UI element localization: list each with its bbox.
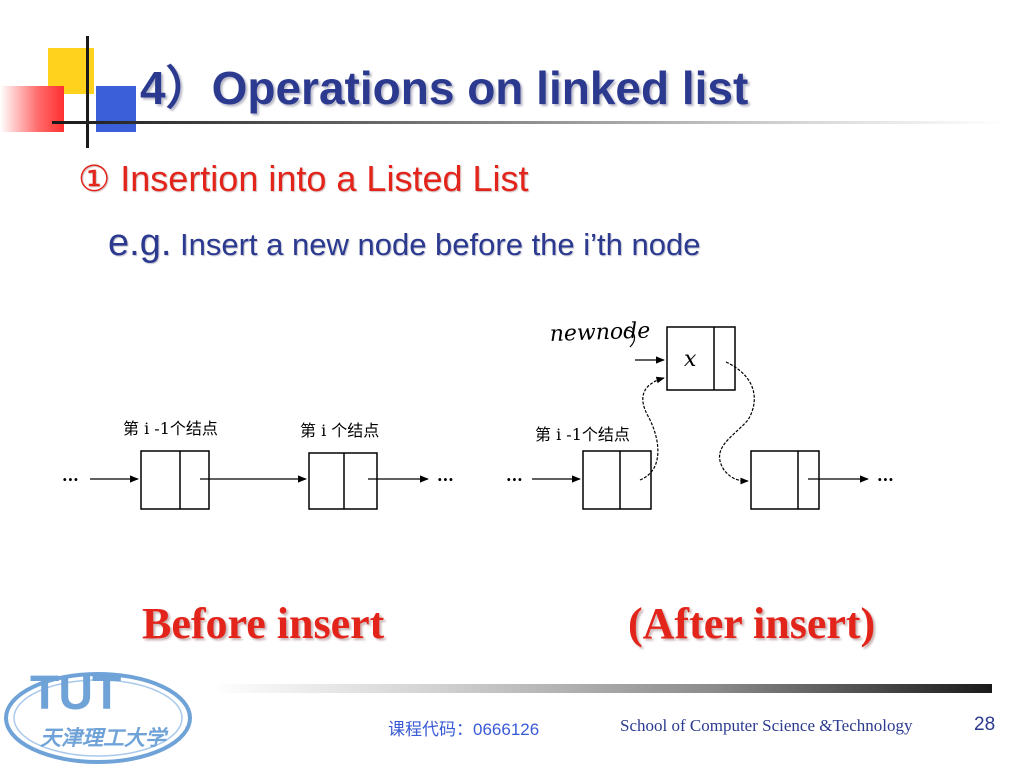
caption-before-insert: Before insert (142, 599, 385, 648)
page-number: 28 (974, 714, 996, 735)
example-line: e.g. Insert a new node before the i’th n… (108, 222, 700, 265)
arrow-newnode-pointer (625, 329, 636, 348)
course-code: 课程代码：0666126 (388, 720, 540, 739)
footer-rule (210, 684, 992, 693)
ellipsis-left-before: ··· (62, 470, 79, 489)
ellipsis-left-after: ··· (506, 470, 523, 489)
node-prev-before (140, 450, 210, 510)
arrow-newnode-to-i (718, 361, 755, 485)
slide-subtitle: ① Insertion into a Listed List (78, 158, 529, 199)
new-node (666, 326, 736, 391)
arrow-prev-to-newnode (639, 376, 665, 481)
ellipsis-right-before: ··· (437, 470, 454, 489)
logo-subtext: 天津理工大学 (40, 725, 166, 750)
node-i-after (750, 450, 820, 510)
node-prev-after (582, 450, 652, 510)
label-i-node-before: 第 i 个结点 (300, 421, 379, 440)
node-i-before (308, 452, 378, 510)
logo-emblem (4, 672, 192, 764)
example-prefix: e.g. (108, 222, 172, 264)
university-logo: TUT 天津理工大学 (0, 664, 200, 768)
example-text: Insert a new node before the i’th node (171, 227, 701, 262)
slide-title: 4）Operations on linked list (140, 62, 749, 114)
ellipsis-right-after: ··· (877, 470, 894, 489)
logo-text: TUT (30, 667, 121, 720)
caption-after-insert: (After insert) (628, 599, 876, 648)
school-name: School of Computer Science &Technology (620, 716, 913, 735)
label-prev-node-after: 第 i -1个结点 (535, 425, 630, 444)
newnode-label: newnode (549, 319, 650, 347)
corner-decoration (0, 0, 140, 150)
new-node-value: x (684, 347, 697, 372)
title-underline (52, 121, 1004, 124)
label-prev-node-before: 第 i -1个结点 (123, 419, 218, 438)
